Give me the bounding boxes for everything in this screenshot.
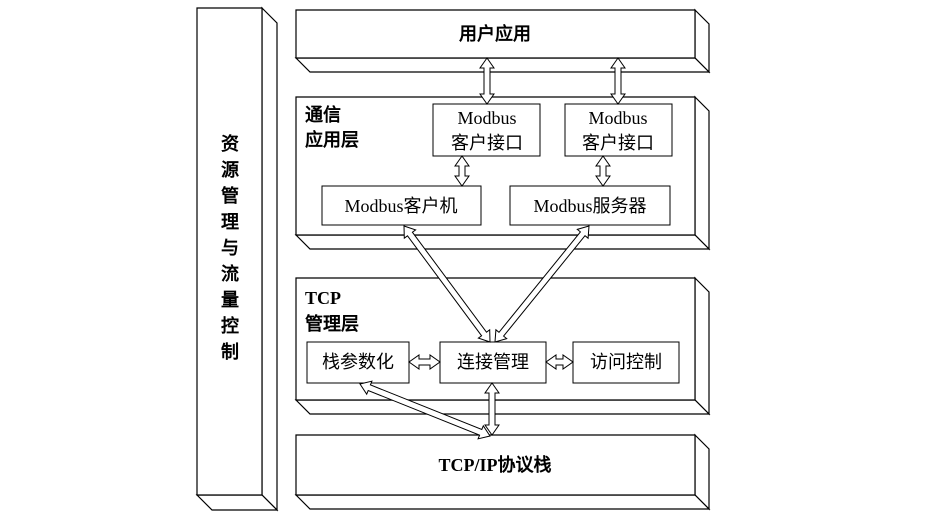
arrow-user-app-to-client-interface-left (479, 57, 495, 105)
layer-boxes (195, 6, 711, 512)
stack-parameterization-box (306, 341, 410, 384)
user-app-layer-front-face (295, 9, 696, 59)
user-app-layer-bottom-face (294, 57, 711, 73)
client-interface-right-line2: 客户接口 (582, 133, 654, 153)
modbus-client-label: Modbus客户机 (344, 196, 457, 216)
arrow-stack-parameterization-to-connection-management (408, 354, 441, 370)
connection-management-label: 连接管理 (457, 352, 529, 372)
access-control-box (572, 341, 680, 384)
arrow-connection-management-to-tcpip-stack (484, 382, 500, 436)
client-interface-right-box (564, 103, 673, 157)
side-panel-label: 资源管理与流量控制 (219, 134, 239, 368)
tcpip-stack-layer-front-face (295, 434, 696, 496)
stack-parameterization-label: 栈参数化 (322, 352, 394, 372)
arrow-client-interface-right-to-modbus-server (595, 155, 611, 187)
arrow-client-interface-left-to-modbus-client (454, 155, 470, 187)
client-interface-left-line1: Modbus (457, 108, 516, 128)
client-interface-left-line2: 客户接口 (451, 133, 523, 153)
comm-app-layer-bottom-face (294, 234, 711, 250)
arrow-modbus-server-to-connection-management (494, 225, 590, 343)
user-app-layer (294, 8, 711, 74)
side-panel-box-front-face (196, 7, 263, 496)
tcpip-stack-label: TCP/IP协议栈 (438, 454, 551, 475)
tcp-mgmt-layer-right-face (694, 276, 710, 416)
tcp-mgmt-layer-title-line1: TCP (305, 288, 341, 308)
comm-app-layer-title-line2: 应用层 (305, 129, 359, 150)
tcp-mgmt-layer-bottom-face (294, 399, 711, 415)
client-interface-right-line1: Modbus (588, 108, 647, 128)
side-panel-box (195, 6, 279, 512)
client-interface-left-box (432, 103, 541, 157)
modbus-server-box (509, 185, 671, 226)
comm-app-layer-title-line1: 通信 (305, 104, 341, 125)
user-app-label: 用户应用 (459, 23, 531, 44)
comm-app-layer-right-face (694, 95, 710, 251)
side-panel-box-bottom-face (195, 494, 279, 511)
arrow-stack-parameterization-to-tcpip-stack (359, 380, 491, 440)
modbus-client-box (321, 185, 482, 226)
tcpip-stack-layer-bottom-face (294, 494, 711, 510)
tcp-mgmt-layer-title-line2: 管理层 (305, 313, 359, 334)
arrow-modbus-client-to-connection-management (403, 225, 491, 343)
tcpip-stack-layer (294, 433, 711, 511)
arrow-connection-management-to-access-control (545, 354, 574, 370)
inner-boxes (306, 103, 680, 384)
modbus-server-label: Modbus服务器 (533, 196, 646, 216)
side-panel-box-right-face (261, 6, 278, 512)
labels: 用户应用 通信 应用层 Modbus 客户接口 Modbus 客户接口 Modb… (305, 23, 662, 475)
arrow-user-app-to-client-interface-right (610, 57, 626, 105)
access-control-label: 访问控制 (590, 352, 662, 372)
arrows (359, 57, 626, 440)
